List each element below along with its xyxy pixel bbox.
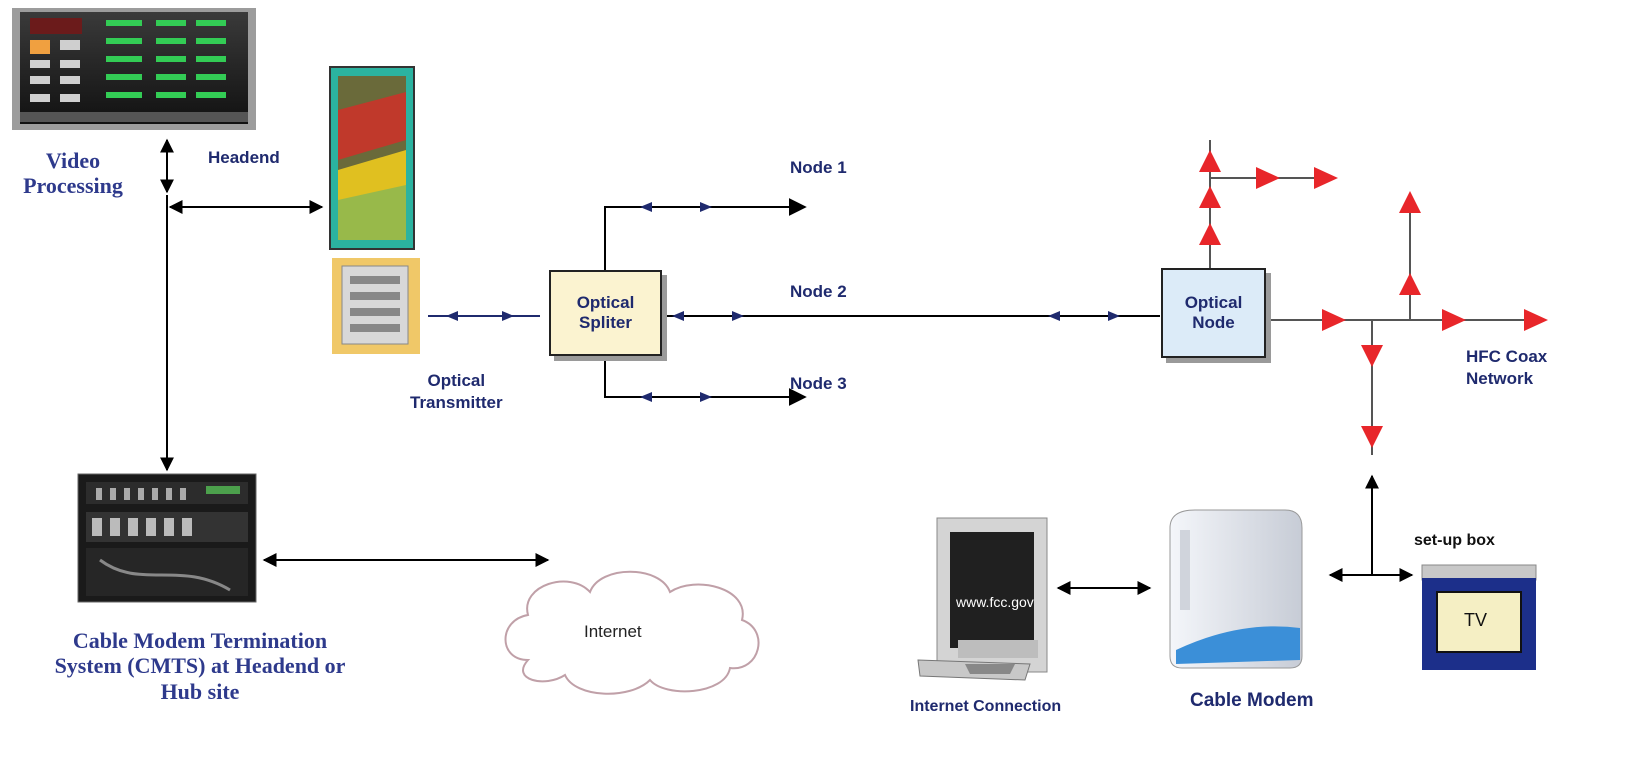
hfc-coax-label: HFC Coax Network: [1466, 347, 1548, 389]
node1-label: Node 1: [790, 158, 847, 177]
cable-modem-icon: [1169, 509, 1303, 669]
computer-monitor-icon: [917, 517, 1048, 681]
optical-transmitter-icon: [332, 258, 420, 354]
optical-splitter-box: Optical Spliter: [549, 270, 662, 356]
node3-label: Node 3: [790, 374, 847, 393]
cable-modem-label: Cable Modem: [1190, 690, 1314, 711]
video-processing-label: Video Processing: [23, 148, 123, 199]
monitor-url-text: www.fcc.gov: [956, 594, 1034, 610]
headend-label: Headend: [208, 148, 280, 167]
internet-label: Internet: [584, 622, 642, 641]
cmts-label: Cable Modem Termination System (CMTS) at…: [54, 628, 346, 704]
amplifier-triangle-icon: [1199, 150, 1548, 448]
optical-transmitter-label: Optical Transmitter: [410, 371, 503, 413]
cmts-rack-icon: [77, 473, 257, 603]
optical-node-box: Optical Node: [1161, 268, 1266, 358]
tv-label: TV: [1464, 610, 1488, 630]
set-up-box-label: set-up box: [1414, 532, 1495, 549]
node2-label: Node 2: [790, 282, 847, 301]
headend-equipment-photo-icon: [329, 66, 415, 250]
internet-connection-label: Internet Connection: [910, 698, 1062, 715]
set-top-box-icon: [1421, 564, 1537, 670]
internet-cloud-icon: [504, 570, 760, 695]
video-processor-rack-icon: [12, 8, 256, 130]
